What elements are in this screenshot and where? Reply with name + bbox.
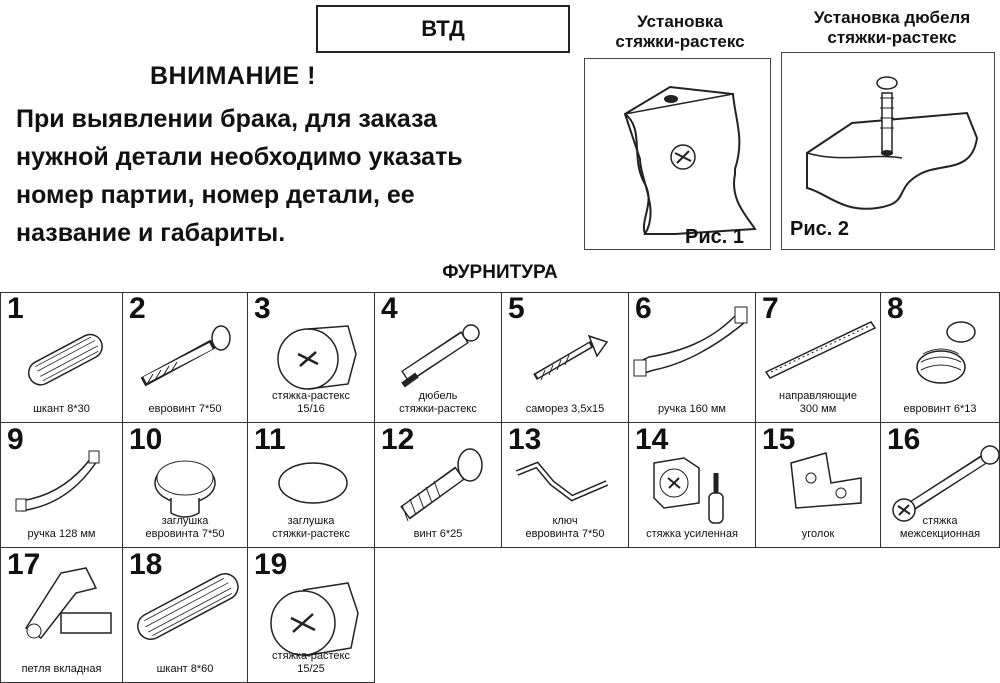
item-number: 18 [129,548,163,581]
item-caption: ручка 128 мм [27,528,96,540]
rastex-dowel-illustration [401,324,480,388]
item-caption: саморез 3,5х15 [525,403,605,415]
corner-bracket-illustration [790,452,862,509]
hardware-item-handle-128: 9 ручка 128 мм [0,423,123,548]
item-caption: шкант 8*60 [156,663,214,675]
warning-line: При выявлении брака, для заказа [16,105,438,133]
item-number: 1 [7,292,24,325]
figure-2-title: Установка дюбеля стяжки-растекс [813,8,971,47]
item-caption: заглушка стяжки-растекс [272,515,350,540]
euroscrew-key-illustration [515,461,609,502]
hardware-item-handle-160: 6 ручка 160 мм [629,292,756,423]
item-caption: шкант 8*30 [33,403,90,415]
item-number: 14 [635,423,669,456]
rastex-15-25-illustration [270,582,359,657]
hardware-item-screw-6x25: 12 винт 6*25 [375,423,502,548]
figure-1-box [584,58,771,250]
hardware-title: ФУРНИТУРА [442,262,558,283]
figure-2-box [781,52,995,250]
item-number: 16 [887,423,921,456]
figure-1-label: Рис. 1 [685,226,744,248]
item-number: 15 [762,423,796,456]
euroscrew-cap-illustration [154,460,216,518]
rastex-cap-illustration [278,462,348,504]
item-number: 6 [635,292,652,325]
hardware-item-drawer-slide: 7 направляющие 300 мм [756,292,881,423]
figure-2-label: Рис. 2 [790,218,849,240]
inset-hinge-illustration [24,567,112,640]
handle-128-illustration [15,450,100,512]
item-caption: стяжка усиленная [646,528,738,540]
item-caption: петля вкладная [21,663,102,675]
grid-top-line [0,292,1000,293]
brand-title: ВТД [316,5,570,53]
rastex-install-illustration [623,85,757,235]
hardware-item-inset-hinge: 17 петля вкладная [0,548,123,683]
item-number: 19 [254,548,288,581]
hardware-item-self-tapping-screw: 5 саморез 3,5х15 [502,292,629,423]
item-number: 17 [7,548,41,581]
item-number: 2 [129,292,146,325]
hardware-item-dowel-8x60: 18 шкант 8*60 [123,548,248,683]
item-number: 9 [7,423,24,456]
item-number: 11 [254,423,286,456]
item-caption: дюбель стяжки-растекс [399,390,477,415]
item-number: 3 [254,292,271,325]
item-caption: направляющие 300 мм [779,390,857,415]
item-number: 10 [129,423,163,456]
item-caption: евровинт 7*50 [148,403,222,415]
warning-line: название и габариты. [16,219,286,247]
self-tapping-screw-illustration [533,334,609,381]
warning-text: При выявлении брака, для заказа нужной д… [16,100,576,252]
handle-160-illustration [633,306,748,377]
dowel-8x30-illustration [27,333,103,386]
hardware-item-corner-bracket: 15 уголок [756,423,881,548]
item-caption: ключ евровинта 7*50 [525,515,605,540]
dowel-install-illustration [806,76,979,210]
item-caption: заглушка евровинта 7*50 [145,515,225,540]
item-caption: стяжка межсекционная [899,515,981,540]
sectional-tie-illustration [892,445,999,522]
item-caption: ручка 160 мм [658,403,726,415]
item-caption: винт 6*25 [413,528,463,540]
item-caption: стяжка-растекс 15/16 [272,390,350,415]
screw-6x25-illustration [400,448,483,522]
hardware-item-sectional-tie: 16 стяжка межсекционная [881,423,1000,548]
hardware-item-rastex-15-16: 3 стяжка-растекс 15/16 [248,292,375,423]
euroscrew-7x50-illustration [140,325,231,387]
warning-line: номер партии, номер детали, ее [16,181,415,209]
hardware-item-rastex-15-25: 19 стяжка-растекс 15/25 [248,548,375,683]
hardware-item-rastex-dowel: 4 дюбель стяжки-растекс [375,292,502,423]
hardware-item-reinforced-tie: 14 стяжка усиленная [629,423,756,548]
warning-title: ВНИМАНИЕ ! [150,62,316,90]
reinforced-tie-illustration [653,457,724,524]
euroscrew-6x13-illustration [916,321,976,384]
rastex-15-16-illustration [277,325,357,390]
item-caption: уголок [801,528,835,540]
hardware-item-euroscrew-6x13: 8 евровинт 6*13 [881,292,1000,423]
dowel-8x60-illustration [137,573,239,641]
item-number: 4 [381,292,398,325]
hardware-item-euroscrew-key: 13 ключ евровинта 7*50 [502,423,629,548]
hardware-item-rastex-cap: 11 заглушка стяжки-растекс [248,423,375,548]
hardware-item-dowel-8x30: 1 шкант 8*30 [0,292,123,423]
figure-1-title: Установка стяжки-растекс [615,12,745,51]
drawer-slide-illustration [764,321,877,379]
warning-line: нужной детали необходимо указать [16,143,463,171]
hardware-item-euroscrew-cap: 10 заглушка евровинта 7*50 [123,423,248,548]
item-number: 12 [381,423,415,456]
item-caption: евровинт 6*13 [903,403,977,415]
item-caption: стяжка-растекс 15/25 [272,650,350,675]
item-number: 7 [762,292,779,325]
item-number: 13 [508,423,542,456]
hardware-item-euroscrew-7x50: 2 евровинт 7*50 [123,292,248,423]
item-number: 5 [508,292,525,325]
item-number: 8 [887,292,904,325]
